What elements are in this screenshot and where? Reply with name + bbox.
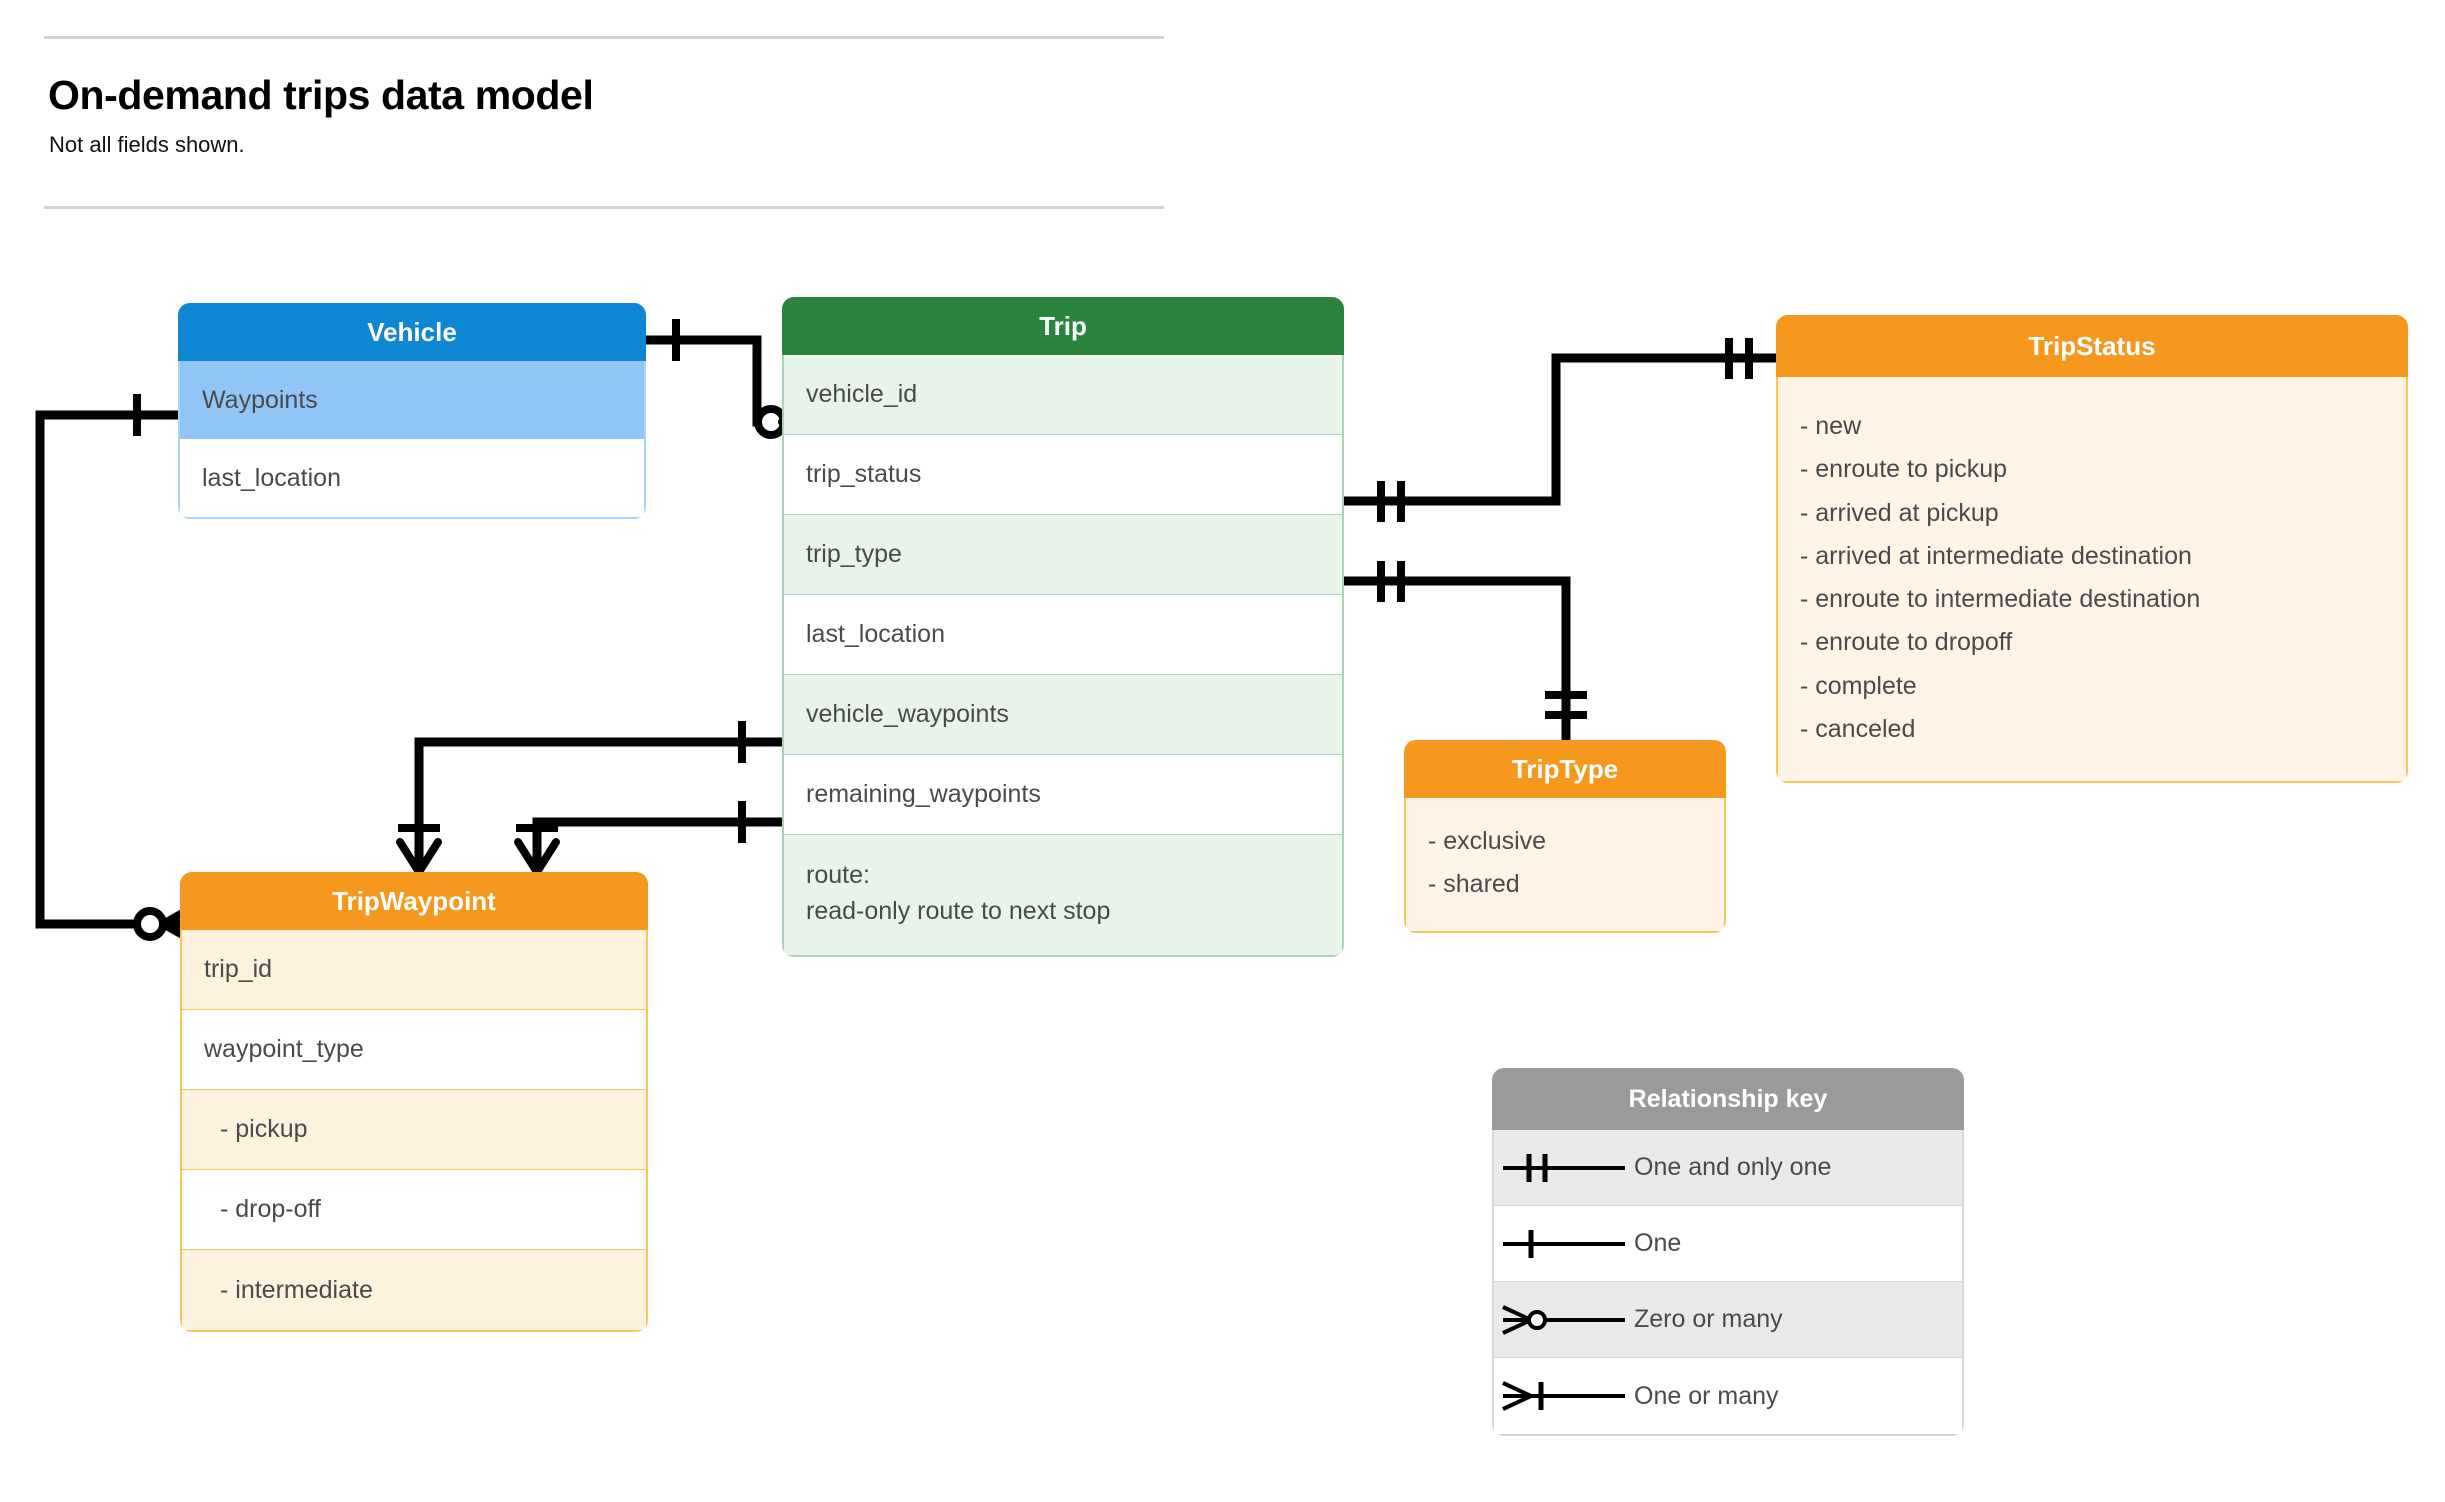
tripstatus-value-canceled: - canceled <box>1800 714 1916 743</box>
tripstatus-value-complete: - complete <box>1800 671 1917 700</box>
triptype-value-exclusive: - exclusive <box>1428 827 1547 855</box>
connector-trip-status-to-tripstatus <box>1344 338 1776 522</box>
tripstatus-value-arrived-at-pickup: - arrived at pickup <box>1800 498 1999 527</box>
waypoint-type-value-drop-off: - drop-off <box>182 1170 646 1250</box>
triptype-value-shared: - shared <box>1428 869 1520 898</box>
entity-triptype[interactable]: TripType - exclusive - shared <box>1404 740 1726 933</box>
field-route[interactable]: route: read-only route to next stop <box>784 835 1342 955</box>
header-divider-bottom <box>44 206 1164 209</box>
tripstatus-value-arrived-at-intermediate-destination: - arrived at intermediate destination <box>1800 541 2192 570</box>
tripstatus-value-enroute-to-dropoff: - enroute to dropoff <box>1800 628 2013 657</box>
legend-row-one-and-only-one: One and only one <box>1494 1130 1962 1206</box>
tripstatus-value-enroute-to-intermediate-destination: - enroute to intermediate destination <box>1800 585 2201 613</box>
legend-label-one: One <box>1634 1229 1682 1257</box>
legend-label-zero-or-many: Zero or many <box>1634 1305 1783 1333</box>
page-title: On-demand trips data model <box>48 72 594 118</box>
field-route-description: read-only route to next stop <box>806 897 1111 926</box>
legend-label-one-or-many: One or many <box>1634 1381 1779 1410</box>
entity-tripstatus[interactable]: TripStatus - new - enroute to pickup - a… <box>1776 315 2408 783</box>
legend-title: Relationship key <box>1492 1068 1964 1130</box>
entity-tripstatus-title: TripStatus <box>1776 315 2408 377</box>
entity-tripwaypoint[interactable]: TripWaypoint trip_id waypoint_type - pic… <box>180 872 648 1332</box>
entity-vehicle-fields: Waypoints last_location <box>178 361 646 519</box>
field-route-label: route: <box>806 861 870 889</box>
field-trip-status[interactable]: trip_status <box>784 435 1342 515</box>
header-divider-top <box>44 36 1164 39</box>
entity-triptype-title: TripType <box>1404 740 1726 798</box>
relationship-key-legend: Relationship key One and only one <box>1492 1068 1964 1436</box>
field-trip-last-location[interactable]: last_location <box>784 595 1342 675</box>
entity-vehicle[interactable]: Vehicle Waypoints last_location <box>178 303 646 519</box>
connector-trip-type-to-triptype <box>1344 561 1587 740</box>
field-remaining-waypoints[interactable]: remaining_waypoints <box>784 755 1342 835</box>
one-icon <box>1494 1224 1634 1264</box>
legend-label-one-and-only-one: One and only one <box>1634 1153 1832 1181</box>
legend-row-one: One <box>1494 1206 1962 1282</box>
legend-row-zero-or-many: Zero or many <box>1494 1282 1962 1358</box>
field-waypoint-type[interactable]: waypoint_type <box>182 1010 646 1090</box>
connector-vehicle-waypoints-field-to-tripwaypoint <box>396 721 782 876</box>
entity-triptype-values: - exclusive - shared <box>1404 798 1726 933</box>
waypoint-type-value-pickup: - pickup <box>182 1090 646 1170</box>
field-vehicle-waypoints[interactable]: vehicle_waypoints <box>784 675 1342 755</box>
tripstatus-value-new: - new <box>1800 412 1862 440</box>
entity-tripwaypoint-title: TripWaypoint <box>180 872 648 930</box>
entity-vehicle-title: Vehicle <box>178 303 646 361</box>
connector-remaining-waypoints-to-tripwaypoint <box>514 801 782 876</box>
field-waypoints[interactable]: Waypoints <box>180 361 644 439</box>
page-subtitle: Not all fields shown. <box>49 132 245 157</box>
field-trip-type[interactable]: trip_type <box>784 515 1342 595</box>
one-and-only-one-icon <box>1494 1148 1634 1188</box>
tripstatus-value-enroute-to-pickup: - enroute to pickup <box>1800 455 2008 484</box>
connector-vehicle-waypoints-to-tripwaypoint <box>35 394 197 945</box>
entity-tripstatus-values: - new - enroute to pickup - arrived at p… <box>1776 377 2408 783</box>
legend-rows: One and only one One <box>1492 1130 1964 1436</box>
zero-or-many-icon <box>1494 1300 1634 1340</box>
entity-trip[interactable]: Trip vehicle_id trip_status trip_type la… <box>782 297 1344 957</box>
waypoint-type-value-intermediate: - intermediate <box>182 1250 646 1330</box>
field-vehicle-id[interactable]: vehicle_id <box>784 355 1342 435</box>
field-last-location[interactable]: last_location <box>202 463 341 492</box>
entity-tripwaypoint-fields: trip_id waypoint_type - pickup - drop-of… <box>180 930 648 1332</box>
field-trip-id[interactable]: trip_id <box>182 930 646 1010</box>
entity-trip-fields: vehicle_id trip_status trip_type last_lo… <box>782 355 1344 957</box>
legend-row-one-or-many: One or many <box>1494 1358 1962 1434</box>
one-or-many-icon <box>1494 1376 1634 1416</box>
entity-trip-title: Trip <box>782 297 1344 355</box>
